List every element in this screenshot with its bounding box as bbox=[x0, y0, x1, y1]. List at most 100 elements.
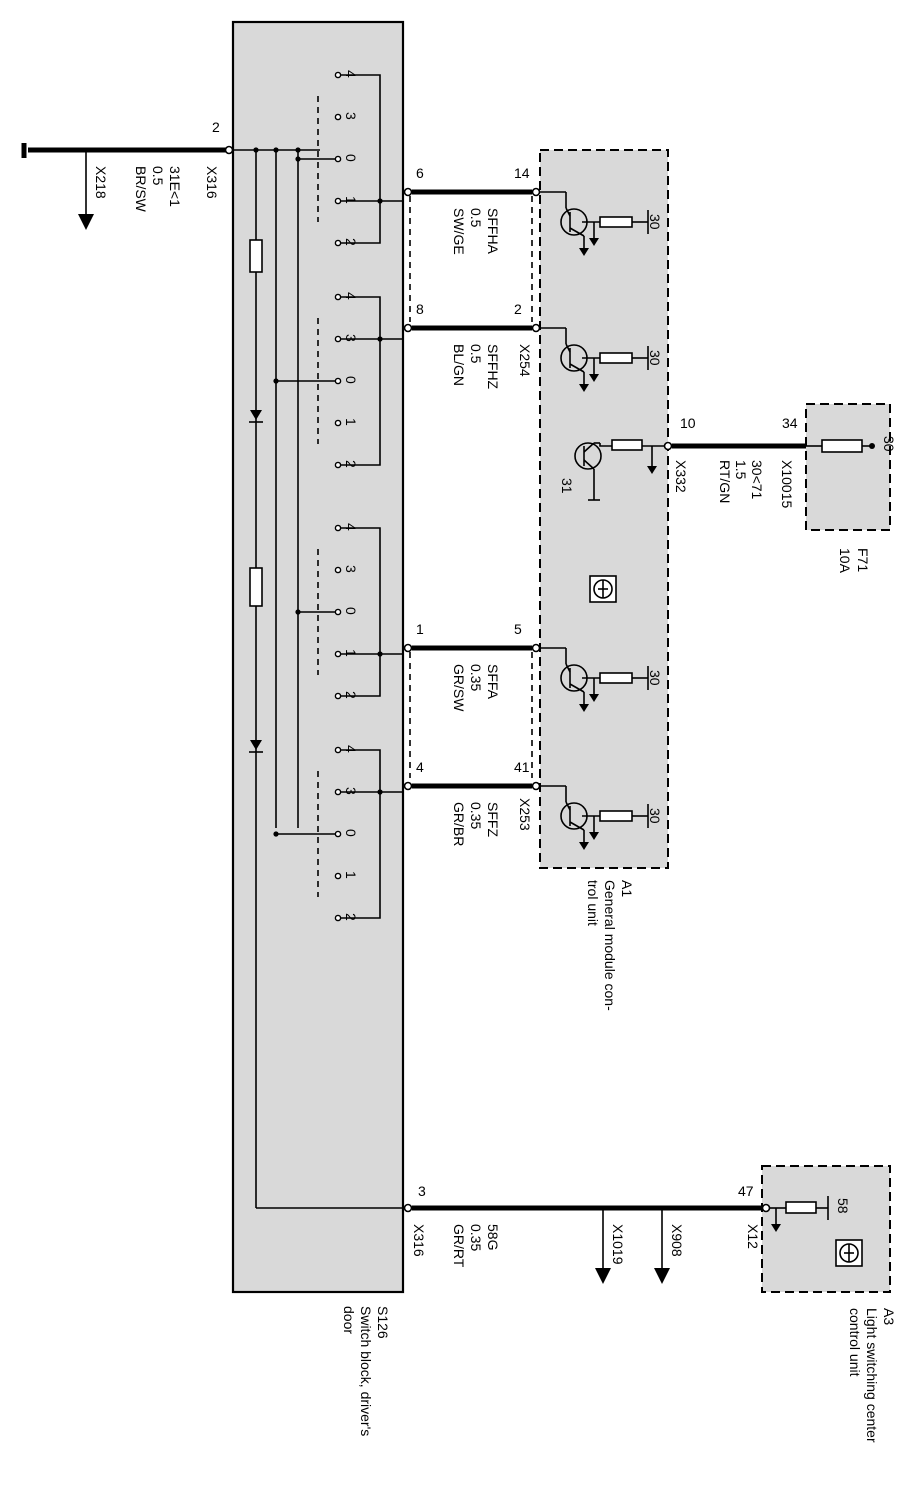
junction-dot bbox=[377, 651, 383, 657]
switch-block-box bbox=[231, 20, 405, 1294]
light-unit-stage: 58 bbox=[761, 1196, 851, 1232]
contact-label: 3 bbox=[343, 112, 359, 120]
fuse-wire-size: 1.5 bbox=[733, 460, 749, 480]
gm-unit-box bbox=[539, 149, 669, 869]
wire-size: 0.5 bbox=[468, 208, 484, 228]
contact-label: 1 bbox=[343, 418, 359, 426]
wire-color: SW/GE bbox=[451, 208, 467, 255]
light-unit-terminal: 58 bbox=[835, 1198, 851, 1214]
contact-label: 0 bbox=[343, 607, 359, 615]
contact-point bbox=[334, 566, 342, 574]
contact-point bbox=[334, 746, 342, 754]
junction-dot bbox=[377, 198, 383, 204]
contact-bridge bbox=[340, 527, 381, 697]
fuse-id: F71 bbox=[855, 548, 871, 572]
branch-arrow-icon bbox=[654, 1268, 670, 1284]
branch-x1019: X1019 bbox=[610, 1224, 626, 1265]
ground-point-id: X218 bbox=[93, 166, 109, 199]
gm-unit-name-1: General module con- bbox=[602, 880, 618, 1011]
wire-color: GR/SW bbox=[451, 664, 467, 712]
contact-point bbox=[334, 71, 342, 79]
contact-label: 4 bbox=[343, 70, 359, 78]
wire-signal: SFFHZ bbox=[485, 344, 501, 390]
switch-fuse bbox=[249, 567, 263, 607]
wire-size: 0.35 bbox=[468, 664, 484, 691]
ground-arrow-icon bbox=[579, 704, 589, 712]
fuse-icon bbox=[806, 439, 875, 453]
contact-point bbox=[334, 524, 342, 532]
wire-signal: SFFHA bbox=[485, 208, 501, 255]
wire-color: GR/BR bbox=[451, 802, 467, 846]
switch-block-name-2: door bbox=[341, 1306, 357, 1334]
switch-block-name-1: Switch block, driver's bbox=[358, 1306, 374, 1436]
gm-pin-voltage: 30 bbox=[647, 670, 663, 686]
switch-internal-wiring bbox=[249, 150, 403, 1209]
contact-label: 0 bbox=[343, 829, 359, 837]
wire-size: 0.35 bbox=[468, 802, 484, 829]
ground-color: BR/SW bbox=[133, 166, 149, 213]
switch-pin: 8 bbox=[416, 301, 424, 317]
contact-label: 0 bbox=[343, 154, 359, 162]
gm-supply-pin: 10 bbox=[680, 415, 696, 431]
fuse-wire-signal: 30<71 bbox=[749, 460, 765, 500]
contact-point bbox=[334, 692, 342, 700]
fuse-pin: 34 bbox=[782, 415, 798, 431]
contact-point bbox=[334, 155, 342, 163]
junction-dot bbox=[377, 789, 383, 795]
switch-contact-group: 4 3 0 1 2 bbox=[295, 70, 403, 247]
gm-ground-label: 31 bbox=[559, 478, 575, 494]
fuse-rating: 10A bbox=[837, 548, 853, 574]
dimmer-wire: 3 X316 58G 0.35 GR/RT X1019 X908 bbox=[403, 1183, 762, 1284]
gm-pin-voltage: 30 bbox=[647, 214, 663, 230]
fuse-connector: X10015 bbox=[779, 460, 795, 508]
light-unit-box bbox=[761, 1165, 891, 1293]
gm-driver-stage: 30 bbox=[540, 647, 663, 712]
contact-label: 4 bbox=[343, 292, 359, 300]
contact-label: 1 bbox=[343, 196, 359, 204]
ground-arrow-icon bbox=[78, 214, 94, 230]
contact-point bbox=[334, 830, 342, 838]
diode-icon bbox=[249, 740, 263, 753]
dimmer-color: GR/RT bbox=[451, 1224, 467, 1268]
gm-connector-x332: X332 bbox=[673, 460, 689, 493]
contact-label: 3 bbox=[343, 787, 359, 795]
fuse-terminal: 30 bbox=[881, 436, 897, 452]
gm-unit-name-2: trol unit bbox=[585, 880, 601, 926]
contact-label: 2 bbox=[343, 460, 359, 468]
ground-size: 0.5 bbox=[150, 166, 166, 186]
contact-label: 3 bbox=[343, 565, 359, 573]
contact-point bbox=[334, 461, 342, 469]
contact-bridge bbox=[340, 296, 381, 466]
gm-pin: 2 bbox=[514, 301, 522, 317]
switch-pin: 4 bbox=[416, 759, 424, 775]
contact-bridge bbox=[340, 749, 381, 919]
switch-fuse bbox=[249, 239, 263, 273]
gm-supply-stage: 31 10 bbox=[559, 415, 806, 501]
gm-connector-x253: X253 bbox=[517, 798, 533, 831]
contact-label: 2 bbox=[343, 913, 359, 921]
contact-point bbox=[334, 914, 342, 922]
contact-point bbox=[334, 335, 342, 343]
contact-point bbox=[334, 113, 342, 121]
gm-driver-stage: 30 bbox=[540, 327, 663, 392]
ground-connector-id: X316 bbox=[204, 166, 220, 199]
gm-pin: 5 bbox=[514, 621, 522, 637]
switch-pin: 6 bbox=[416, 165, 424, 181]
contact-point bbox=[334, 293, 342, 301]
contact-point bbox=[334, 197, 342, 205]
ground-connection: 2 X316 31E<1 0.5 BR/SW X218 bbox=[21, 119, 320, 230]
contact-point bbox=[334, 788, 342, 796]
fuse-box bbox=[805, 403, 891, 531]
branch-arrow-icon bbox=[595, 1268, 611, 1284]
ground-arrow-icon bbox=[579, 842, 589, 850]
contact-label: 2 bbox=[343, 238, 359, 246]
